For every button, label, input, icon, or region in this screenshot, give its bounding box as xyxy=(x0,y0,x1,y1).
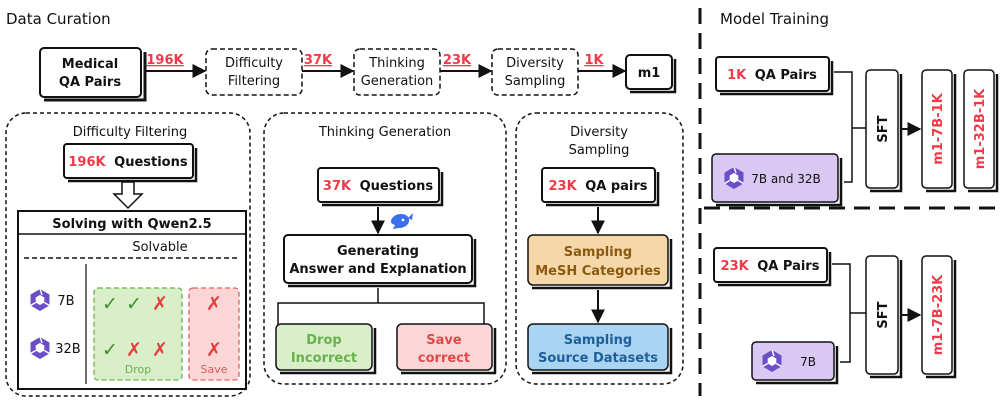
solver-model-32b: 32B xyxy=(55,342,80,357)
difficulty-questions-box: 196K Questions xyxy=(63,143,198,183)
difficulty-panel xyxy=(5,112,251,397)
train-top-label: QA Pairs xyxy=(755,68,817,83)
model-7b-23k-box: m1-7B-23K xyxy=(921,255,957,379)
train-bottom-count: 23K xyxy=(721,259,750,274)
source-sampling-box: Sampling Source Datasets xyxy=(527,323,673,375)
deepseek-whale-icon xyxy=(391,213,413,229)
thinking-title: Thinking Generation xyxy=(318,125,451,140)
stage1-line2: Filtering xyxy=(228,74,280,89)
mesh-sampling-box: Sampling MeSH Categories xyxy=(527,234,673,290)
source-line2-text: Source Datasets xyxy=(538,351,658,366)
save-correct-box: Save correct xyxy=(396,323,497,375)
hollow-down-arrow xyxy=(112,181,144,210)
train-bottom-base-box: 7B xyxy=(751,341,839,385)
svg-text:37K Questions: 37K Questions xyxy=(323,179,433,194)
source-line1: Medical xyxy=(62,57,118,72)
model-7b-1k-box: m1-7B-1K xyxy=(921,69,957,193)
cross-icon: ✗ xyxy=(206,339,222,361)
model-32b-1k-label: m1-32B-1K xyxy=(973,88,988,169)
drop-incorrect-box: Drop Incorrect xyxy=(275,323,377,375)
stage3-line1: Diversity xyxy=(506,56,564,71)
thinking-questions-label: Questions xyxy=(360,179,434,194)
drop-region: ✓ ✓ ✗ ✓ ✗ ✗ Drop xyxy=(93,287,183,381)
svg-text:23K QA pairs: 23K QA pairs xyxy=(548,179,647,194)
save-correct-line1: Save xyxy=(426,333,462,348)
source-line1-text: Sampling xyxy=(564,333,632,348)
generating-box: Generating Answer and Explanation xyxy=(283,234,477,288)
mesh-line1: Sampling xyxy=(564,245,632,260)
drop-label: Drop xyxy=(125,363,151,376)
mesh-line2: MeSH Categories xyxy=(535,264,661,279)
train-bottom-sft: SFT xyxy=(876,301,891,328)
generating-line2: Answer and Explanation xyxy=(289,262,466,277)
thinking-questions-count: 37K xyxy=(323,179,352,194)
drop-incorrect-line2: Incorrect xyxy=(291,351,357,366)
pipe-count-3: 23K xyxy=(443,53,472,68)
thinking-panel xyxy=(263,112,507,385)
svg-text:23K QA Pairs: 23K QA Pairs xyxy=(721,259,820,274)
stage-thinking-box: Thinking Generation xyxy=(353,48,441,96)
save-correct-line2: correct xyxy=(418,351,470,366)
train-top-base-box: 7B and 32B xyxy=(711,153,843,207)
model-7b-1k-label: m1-7B-1K xyxy=(931,92,946,164)
train-top-pairs-box: 1K QA Pairs xyxy=(715,56,834,96)
diversity-title-line2: Sampling xyxy=(569,143,630,158)
check-icon: ✓ xyxy=(126,293,142,315)
solver-model-7b: 7B xyxy=(57,294,74,309)
solver-title: Solving with Qwen2.5 xyxy=(52,217,211,232)
generating-line1: Generating xyxy=(337,244,419,259)
diversity-pairs-label: QA pairs xyxy=(585,179,648,194)
save-region: ✗ ✗ Save xyxy=(188,287,240,381)
pipe-count-2: 37K xyxy=(304,53,333,68)
thinking-split-bracket xyxy=(277,302,485,326)
pipe-count-4: 1K xyxy=(584,53,604,68)
check-icon: ✓ xyxy=(102,293,118,315)
train-bottom-label: QA Pairs xyxy=(757,259,819,274)
difficulty-questions-label: Questions xyxy=(114,155,188,170)
stage-diversity-box: Diversity Sampling xyxy=(491,48,579,96)
diversity-title-line1: Diversity xyxy=(570,125,628,140)
diversity-pairs-box: 23K QA pairs xyxy=(541,167,660,207)
data-curation-title: Data Curation xyxy=(6,10,111,28)
cross-icon: ✗ xyxy=(206,293,222,315)
train-bottom-base-model: 7B xyxy=(800,355,816,369)
save-label: Save xyxy=(200,363,227,376)
stage3-line2: Sampling xyxy=(505,74,566,89)
drop-incorrect-line1: Drop xyxy=(306,333,341,348)
cross-icon: ✗ xyxy=(152,293,168,315)
train-top-base-models: 7B and 32B xyxy=(751,172,821,186)
source-box: Medical QA Pairs xyxy=(39,47,147,102)
train-top-sft: SFT xyxy=(876,115,891,142)
train-top-sft-box: SFT xyxy=(865,69,903,193)
model-7b-23k-label: m1-7B-23K xyxy=(931,274,946,355)
output-label: m1 xyxy=(638,66,661,81)
model-training-title: Model Training xyxy=(720,10,829,28)
cross-icon: ✗ xyxy=(126,339,142,361)
difficulty-questions-count: 196K xyxy=(68,155,106,170)
svg-text:1K QA Pairs: 1K QA Pairs xyxy=(727,68,817,83)
train-bottom-pairs-box: 23K QA Pairs xyxy=(713,247,832,287)
pipe-count-1: 196K xyxy=(146,53,184,68)
stage2-line1: Thinking xyxy=(368,56,425,71)
stage2-line2: Generation xyxy=(361,74,434,89)
train-top-bracket xyxy=(834,71,853,183)
train-top-count: 1K xyxy=(727,68,747,83)
svg-text:196K Questions: 196K Questions xyxy=(68,155,187,170)
stage-difficulty-box: Difficulty Filtering xyxy=(205,48,303,96)
stage1-line1: Difficulty xyxy=(225,56,283,71)
output-box: m1 xyxy=(625,54,677,94)
solvable-label: Solvable xyxy=(132,240,187,255)
train-bottom-sft-box: SFT xyxy=(865,255,903,379)
diversity-panel xyxy=(515,112,684,385)
difficulty-title: Difficulty Filtering xyxy=(73,125,187,140)
check-icon: ✓ xyxy=(102,339,118,361)
thinking-questions-box: 37K Questions xyxy=(317,167,444,207)
diversity-pairs-count: 23K xyxy=(548,179,577,194)
model-32b-1k-box: m1-32B-1K xyxy=(963,69,999,193)
cross-icon: ✗ xyxy=(152,339,168,361)
source-line2: QA Pairs xyxy=(59,75,121,90)
